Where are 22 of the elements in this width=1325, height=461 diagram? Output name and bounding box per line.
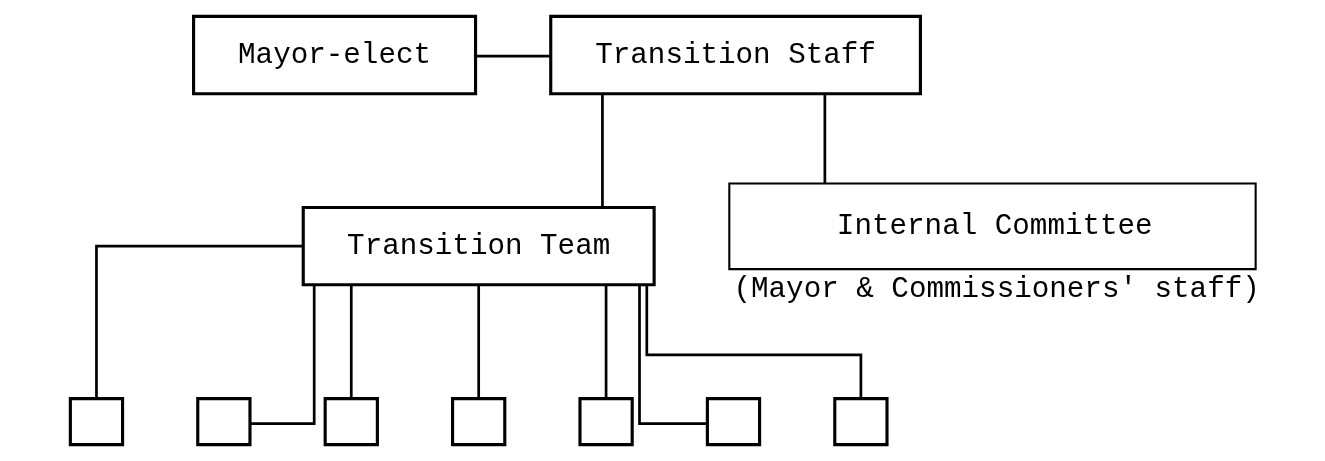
node-box: Transition Team [301, 205, 656, 287]
node-box: Mayor-elect [191, 14, 477, 96]
node-box [323, 397, 379, 447]
node-box [832, 397, 889, 447]
connector [604, 285, 607, 399]
connector [823, 93, 826, 184]
node-label: (Mayor & Commissioners' staff) [732, 272, 1260, 306]
node-box [68, 397, 124, 447]
connector [600, 93, 604, 207]
connector [475, 54, 550, 58]
node-box [450, 397, 506, 447]
connector [637, 285, 707, 426]
connector [476, 285, 480, 399]
node-box [705, 397, 761, 447]
connector [250, 285, 316, 426]
node-box [577, 397, 634, 447]
connector [644, 285, 862, 399]
node-box [195, 397, 252, 447]
node-box: Internal Committee [727, 182, 1257, 271]
connector [349, 285, 353, 399]
connector [94, 244, 303, 398]
node-box: Transition Staff [548, 14, 922, 96]
